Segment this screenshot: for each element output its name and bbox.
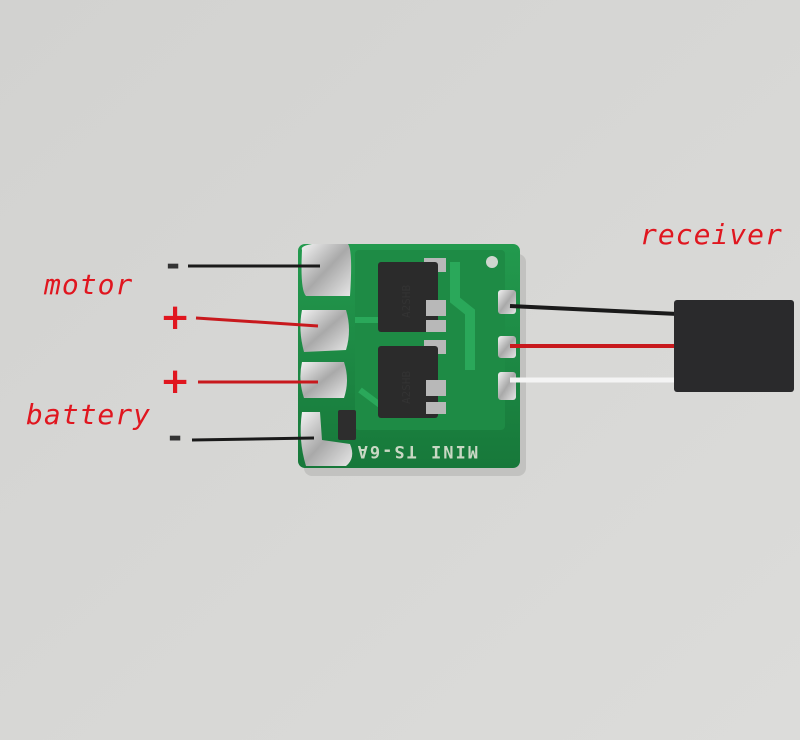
battery-plus-sign: + bbox=[160, 361, 191, 402]
mosfet-chip-bottom: A2SHB bbox=[378, 340, 446, 418]
chip-marking-bottom: A2SHB bbox=[400, 371, 413, 404]
receiver-label: receiver bbox=[640, 218, 783, 251]
mosfet-chip-top: A2SHB bbox=[378, 258, 446, 332]
board-silkscreen: MINI TS-6A bbox=[356, 441, 478, 461]
smd-resistor bbox=[338, 410, 356, 440]
left-pads bbox=[300, 244, 353, 466]
motor-minus-sign: - bbox=[166, 245, 181, 285]
receiver-connector bbox=[674, 300, 794, 392]
left-leader-lines bbox=[188, 264, 320, 442]
motor-plus-sign: + bbox=[160, 297, 191, 338]
chip-marking-top: A2SHB bbox=[400, 285, 413, 318]
receiver-wires bbox=[509, 304, 679, 383]
via-pad bbox=[486, 256, 498, 268]
battery-label: battery bbox=[26, 398, 152, 431]
motor-label: motor bbox=[44, 268, 134, 301]
battery-minus-sign: - bbox=[168, 417, 183, 457]
